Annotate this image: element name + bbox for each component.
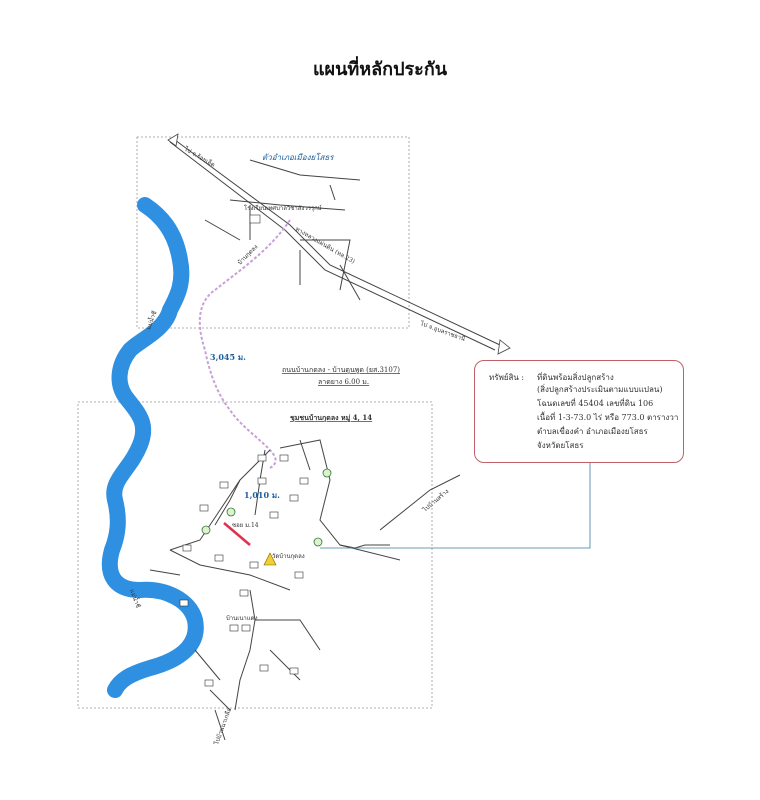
distance-main-label: 3,045 ม.: [210, 352, 246, 362]
arrow-ubon: [497, 339, 511, 355]
road-width-label: ลาดยาง 6.00 ม.: [318, 378, 369, 386]
callout-label: ทรัพย์สิน :: [489, 373, 525, 382]
callout-connector: [320, 462, 591, 549]
callout-line: โฉนดเลขที่ 45404 เลขที่ดิน 106: [537, 399, 654, 408]
building-icons: [179, 214, 309, 687]
property-callout: ทรัพย์สิน : ที่ดินพร้อมสิ่งปลูกสร้าง (สิ…: [474, 360, 684, 463]
route-highlight: [198, 219, 291, 469]
road-to-village-right-label: ไปบ้านสร้าง: [420, 487, 450, 514]
river: [101, 197, 204, 698]
distance-village-label: 1,010 ม.: [244, 490, 280, 500]
arrow-roi-et: [167, 133, 179, 147]
page-title: แผนที่หลักประกัน: [312, 59, 448, 80]
callout-line: (สิ่งปลูกสร้างประเมินตามแบบแปลน): [537, 385, 663, 394]
upper-roads: [169, 139, 501, 351]
property-marker: [223, 522, 251, 546]
village-school-label: บ้านเนาแดง: [226, 615, 258, 622]
temple-label: วัดบ้านกุดลง: [272, 553, 305, 560]
district-label: ตัวอำเภอเมืองยโสธร: [262, 152, 335, 162]
road-to-bottom-label: ไปบ้านนาเกลือ: [212, 706, 233, 746]
upper-map-frame: [136, 136, 410, 329]
temple-icon: [263, 552, 277, 566]
road-to-ubon-label: ไป จ.อุบลราชธานี: [418, 319, 466, 343]
callout-line: ตำบลเขื่องคำ อำเภอเมืองยโสธร: [537, 427, 648, 436]
callout-line: เนื้อที่ 1-3-73.0 ไร่ หรือ 773.0 ตารางวา: [537, 413, 679, 422]
lower-map-frame: [77, 401, 433, 709]
house-label: ซอย ม.14: [232, 522, 259, 529]
callout-line: จังหวัดยโสธร: [537, 441, 584, 450]
village-label: ชุมชนบ้านกุดลง หมู่ 4, 14: [290, 413, 372, 423]
callout-line: ที่ดินพร้อมสิ่งปลูกสร้าง: [537, 373, 614, 382]
number-badges: [201, 468, 332, 547]
lower-roads: [149, 439, 461, 741]
school-label: โรงเรียนเทศบาลวิชาสังวรรุกษ์: [244, 204, 322, 212]
road-name-label: ถนนบ้านกดลง - บ้านดูนพูด (ยส.3107): [282, 366, 400, 374]
